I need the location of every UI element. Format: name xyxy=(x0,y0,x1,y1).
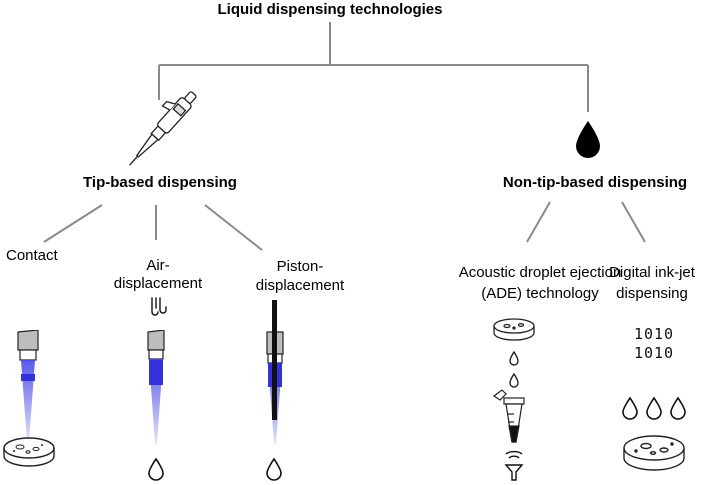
petri-dish-inkjet xyxy=(623,435,685,471)
droplet-icon xyxy=(576,121,600,158)
drop-outline-air-icon xyxy=(148,457,164,481)
small-drop-1 xyxy=(509,350,519,366)
piston-tip-illustration xyxy=(266,300,284,444)
inkjet-label-line2: dispensing xyxy=(616,285,688,302)
inkjet-connector xyxy=(621,201,646,243)
petri-dish-contact xyxy=(3,437,55,467)
ade-illustration xyxy=(492,318,535,481)
pipette-icon xyxy=(129,91,197,166)
small-drop-2 xyxy=(509,372,519,388)
tip-based-label: Tip-based dispensing xyxy=(83,174,237,191)
contact-connector xyxy=(43,204,103,243)
inkjet-drops-icon xyxy=(622,396,686,420)
air-label-line1: Air- xyxy=(146,257,170,274)
contact-tip-illustration xyxy=(3,330,55,467)
air-label-line2: displacement xyxy=(113,275,203,292)
piston-label-line1: Piston- xyxy=(276,258,324,275)
binary-line-1: 1010 xyxy=(633,325,675,343)
contact-label: Contact xyxy=(6,247,58,264)
drop-outline-piston-icon xyxy=(266,457,282,481)
piston-label-line2: displacement xyxy=(255,277,345,294)
air-flow-icon xyxy=(151,297,167,316)
diagram-title: Liquid dispensing technologies xyxy=(217,1,443,18)
ade-label-line1: Acoustic droplet ejection xyxy=(458,264,622,281)
petri-dish-ade xyxy=(493,318,535,341)
transducer-icon xyxy=(504,450,524,481)
non-tip-based-label: Non-tip-based dispensing xyxy=(502,174,688,191)
ade-label-line2: (ADE) technology xyxy=(481,285,599,302)
binary-line-2: 1010 xyxy=(633,344,675,362)
air-tip-illustration xyxy=(147,330,165,444)
piston-connector xyxy=(204,204,263,251)
inkjet-label-line1: Digital ink-jet xyxy=(609,264,695,281)
microtube xyxy=(492,389,525,443)
ade-connector xyxy=(526,201,551,243)
